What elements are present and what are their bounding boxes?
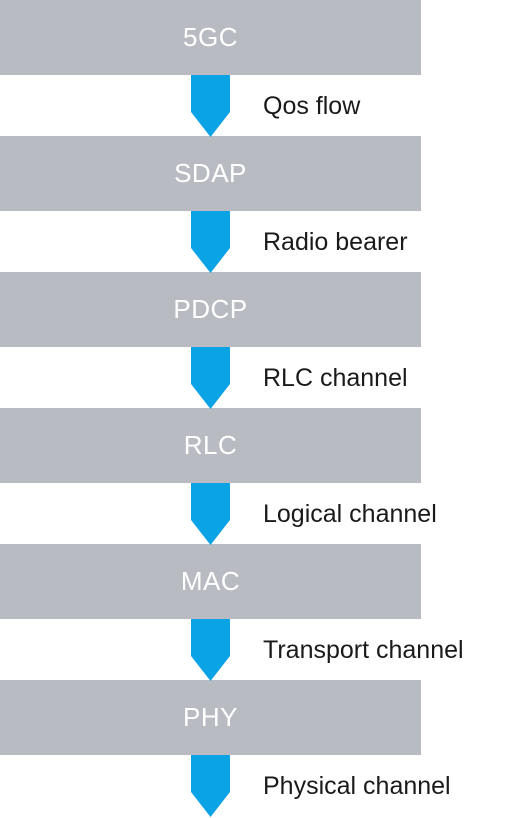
layer-label-mac: MAC	[180, 566, 241, 596]
flow-label-qos-flow: Qos flow	[263, 92, 361, 120]
down-arrow-icon	[191, 483, 230, 545]
layer-box-mac: MAC	[0, 544, 421, 619]
down-arrow-icon	[191, 347, 230, 409]
flow-label-transport-channel: Transport channel	[263, 636, 464, 664]
layer-label-phy: PHY	[183, 702, 238, 732]
layer-label-rlc: RLC	[183, 430, 238, 460]
layer-box-sdap: SDAP	[0, 136, 421, 211]
flow-label-logical-channel: Logical channel	[263, 500, 437, 528]
flow-label-physical-channel: Physical channel	[263, 772, 451, 800]
layer-box-pdcp: PDCP	[0, 272, 421, 347]
layer-box-phy: PHY	[0, 680, 421, 755]
down-arrow-icon	[191, 619, 230, 681]
flow-label-radio-bearer: Radio bearer	[263, 228, 408, 256]
down-arrow-icon	[191, 75, 230, 137]
layer-label-5gc: 5GC	[183, 22, 238, 52]
layer-box-5gc: 5GC	[0, 0, 421, 75]
layer-label-sdap: SDAP	[174, 158, 247, 188]
layer-label-pdcp: PDCP	[173, 294, 248, 324]
down-arrow-icon	[191, 755, 230, 817]
flow-label-rlc-channel: RLC channel	[263, 364, 408, 392]
down-arrow-icon	[191, 211, 230, 273]
layer-box-rlc: RLC	[0, 408, 421, 483]
